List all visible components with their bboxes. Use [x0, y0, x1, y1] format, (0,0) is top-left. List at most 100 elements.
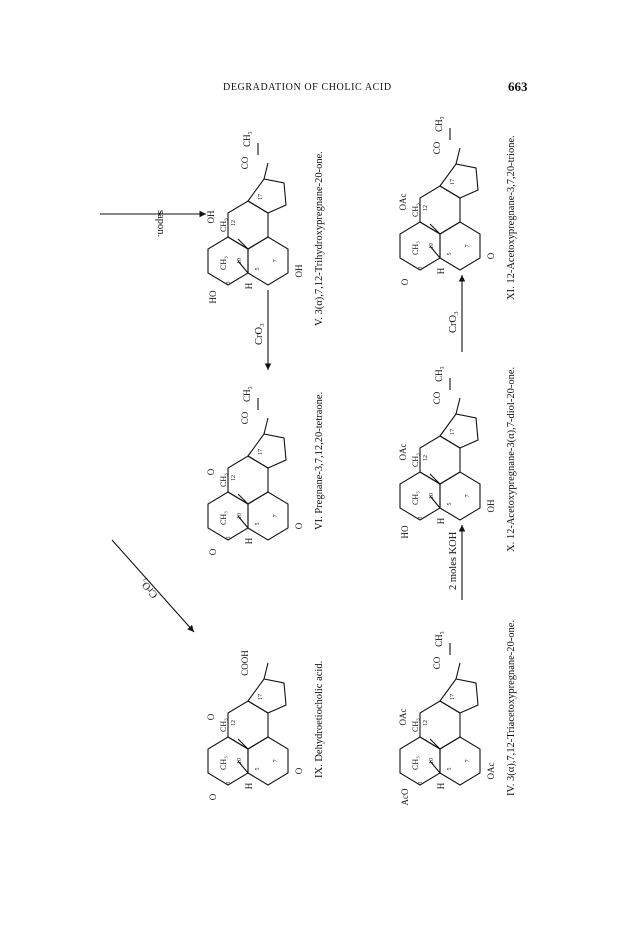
- side-chain-methyl: CH₃: [434, 116, 444, 132]
- angular-methyl-c13: CH₃: [219, 473, 228, 487]
- c13-methyl-bond: [237, 238, 249, 250]
- substituent-c3: O: [208, 793, 218, 800]
- side-chain-group: CO: [432, 141, 442, 154]
- c10-methyl-bond: [429, 245, 441, 259]
- page-number: 663: [508, 79, 528, 94]
- ring-3: [247, 433, 287, 469]
- locant-7: 7: [273, 260, 279, 263]
- locant-3: 3: [418, 782, 424, 785]
- ring-3: [247, 178, 287, 214]
- angular-methyl-c10: CH₃: [219, 256, 228, 270]
- running-title: DEGRADATION OF CHOLIC ACID: [223, 82, 392, 93]
- running-head: DEGRADATION OF CHOLIC ACID 663: [0, 0, 629, 110]
- angular-methyl-c10: CH₃: [219, 511, 228, 525]
- ring-1: [247, 736, 289, 786]
- locant-7: 7: [465, 245, 471, 248]
- side-chain-methyl: CH₃: [242, 131, 252, 147]
- c13-methyl-bond: [429, 223, 441, 235]
- hydrogen-c5: H: [436, 517, 446, 524]
- c10-methyl-bond: [237, 515, 249, 529]
- locant-5: 5: [447, 253, 453, 256]
- side-chain-group: CO: [432, 656, 442, 669]
- hydrogen-c5: H: [244, 782, 254, 789]
- ring-3: [439, 163, 479, 199]
- locant-17: 17: [258, 694, 264, 700]
- substituent-c7: OAc: [486, 763, 496, 780]
- hydrogen-c5: H: [436, 782, 446, 789]
- ring-3: [439, 413, 479, 449]
- c13-methyl-bond: [429, 738, 441, 750]
- locant-10: 10: [237, 258, 243, 264]
- hydrogen-c5: H: [244, 537, 254, 544]
- ring-3: [247, 678, 287, 714]
- locant-12: 12: [231, 475, 237, 481]
- locant-17: 17: [258, 449, 264, 455]
- substituent-c7: O: [294, 522, 304, 529]
- substituent-c7: O: [294, 767, 304, 774]
- substituent-c7: OH: [294, 264, 304, 277]
- ring-3: [439, 678, 479, 714]
- angular-methyl-c13: CH₃: [219, 718, 228, 732]
- substituent-c12: OAc: [398, 444, 408, 461]
- ring-1: [439, 736, 481, 786]
- locant-3: 3: [418, 517, 424, 520]
- locant-5: 5: [255, 768, 261, 771]
- locant-5: 5: [447, 768, 453, 771]
- ring-1: [439, 221, 481, 271]
- angular-methyl-c10: CH₃: [411, 756, 420, 770]
- side-chain-bond: [455, 147, 461, 165]
- angular-methyl-c13: CH₃: [411, 203, 420, 217]
- locant-17: 17: [450, 429, 456, 435]
- side-chain-bond: [263, 162, 269, 180]
- substituent-c12: OAc: [398, 709, 408, 726]
- locant-3: 3: [226, 282, 232, 285]
- side-chain-group: COOH: [240, 650, 250, 676]
- ring-1: [247, 236, 289, 286]
- locant-5: 5: [447, 503, 453, 506]
- substituent-c7: OH: [486, 499, 496, 512]
- angular-methyl-c10: CH₃: [219, 756, 228, 770]
- locant-17: 17: [258, 194, 264, 200]
- ring-1: [439, 471, 481, 521]
- c13-methyl-bond: [237, 493, 249, 505]
- locant-3: 3: [226, 537, 232, 540]
- side-chain-bond: [455, 397, 461, 415]
- substituent-c3: O: [208, 548, 218, 555]
- locant-7: 7: [273, 760, 279, 763]
- side-chain-bond: [263, 662, 269, 680]
- c10-methyl-bond: [237, 760, 249, 774]
- locant-10: 10: [237, 513, 243, 519]
- side-chain-group: CO: [240, 156, 250, 169]
- side-chain-group: CO: [432, 391, 442, 404]
- substituent-c3: HO: [400, 525, 410, 538]
- angular-methyl-c10: CH₃: [411, 491, 420, 505]
- side-chain-methyl: CH₃: [242, 386, 252, 402]
- substituent-c7: O: [486, 252, 496, 259]
- ring-1: [247, 491, 289, 541]
- substituent-c3: AcO: [400, 788, 410, 805]
- locant-12: 12: [423, 455, 429, 461]
- locant-7: 7: [273, 515, 279, 518]
- angular-methyl-c10: CH₃: [411, 241, 420, 255]
- locant-10: 10: [429, 243, 435, 249]
- angular-methyl-c13: CH₃: [411, 453, 420, 467]
- substituent-c12: O: [206, 468, 216, 475]
- hydrogen-c5: H: [244, 282, 254, 289]
- locant-12: 12: [231, 220, 237, 226]
- locant-10: 10: [237, 758, 243, 764]
- locant-17: 17: [450, 694, 456, 700]
- substituent-c12: O: [206, 713, 216, 720]
- c10-methyl-bond: [237, 260, 249, 274]
- c10-methyl-bond: [429, 495, 441, 509]
- substituent-c3: O: [400, 278, 410, 285]
- c13-methyl-bond: [237, 738, 249, 750]
- locant-10: 10: [429, 493, 435, 499]
- substituent-c12: OAc: [398, 194, 408, 211]
- locant-5: 5: [255, 523, 261, 526]
- side-chain-methyl: CH₃: [434, 631, 444, 647]
